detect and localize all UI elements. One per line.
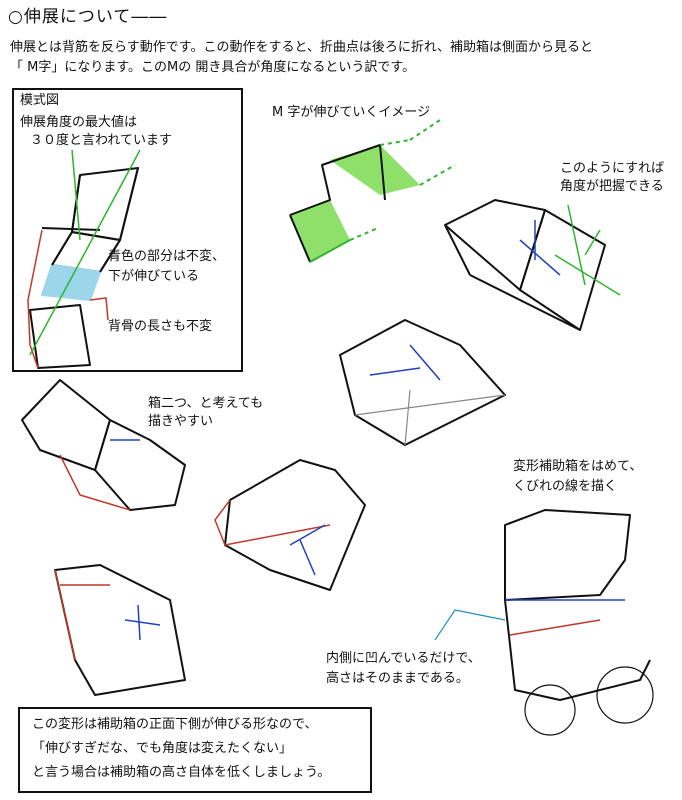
angle-note-1: このようにすれば <box>560 161 665 176</box>
angle-note-2: 角度が把握できる <box>560 179 664 194</box>
schematic-panel <box>12 88 243 372</box>
footer-note-box <box>18 707 372 793</box>
two-boxes-note-1: 箱二つ、と考えても <box>148 396 264 411</box>
schematic-spine-note: 背骨の長さも不変 <box>108 319 213 334</box>
deform-note-1: 変形補助箱をはめて、 <box>513 459 643 474</box>
schematic-blue-note-2: 下が伸びている <box>108 269 200 284</box>
two-boxes-drawing <box>21 379 186 511</box>
footer-line-3: と言う場合は補助箱の高さ自体を低くしましょう。 <box>32 765 331 780</box>
center-box-drawing <box>339 319 506 446</box>
deform-note-2: くびれの線を描く <box>513 479 618 494</box>
schematic-label: 模式図 <box>20 93 60 108</box>
intro-line-1: 伸展とは背筋を反らす動作です。この動作をすると、折曲点は後ろに折れ、補助箱は側面… <box>10 40 594 55</box>
page-title: ○伸展について―― <box>8 7 168 27</box>
m-image-label: M 字が伸びていくイメージ <box>272 105 431 120</box>
schematic-blue-note-1: 青色の部分は不変、 <box>108 249 226 264</box>
intro-text: 伸展とは背筋を反らす動作です。この動作をすると、折曲点は後ろに折れ、補助箱は側面… <box>10 38 593 78</box>
two-boxes-note-2: 描きやすい <box>148 414 214 429</box>
deformed-box-drawing <box>214 459 366 591</box>
bottom-left-box-drawing <box>54 564 186 696</box>
inner-note-1: 内側に凹んでいるだけで、 <box>326 651 481 666</box>
angle-box-drawing <box>444 199 621 331</box>
deform-box-drawing <box>434 509 654 736</box>
m-shape-drawing <box>289 119 456 263</box>
inner-note-2: 高さはそのままである。 <box>326 671 469 686</box>
schematic-note-1: 伸展角度の最大値は <box>20 115 138 130</box>
footer-line-1: この変形は補助箱の正面下側が伸びる形なので、 <box>32 717 318 732</box>
footer-line-2: 「伸びすぎだな、でも角度は変えたくない」 <box>32 741 293 756</box>
schematic-note-2: ３０度と言われています <box>30 133 172 148</box>
intro-line-2: 「 M字」になります。このMの 開き具合が角度になるという訳です。 <box>10 60 416 75</box>
schematic-drawing <box>27 149 141 369</box>
